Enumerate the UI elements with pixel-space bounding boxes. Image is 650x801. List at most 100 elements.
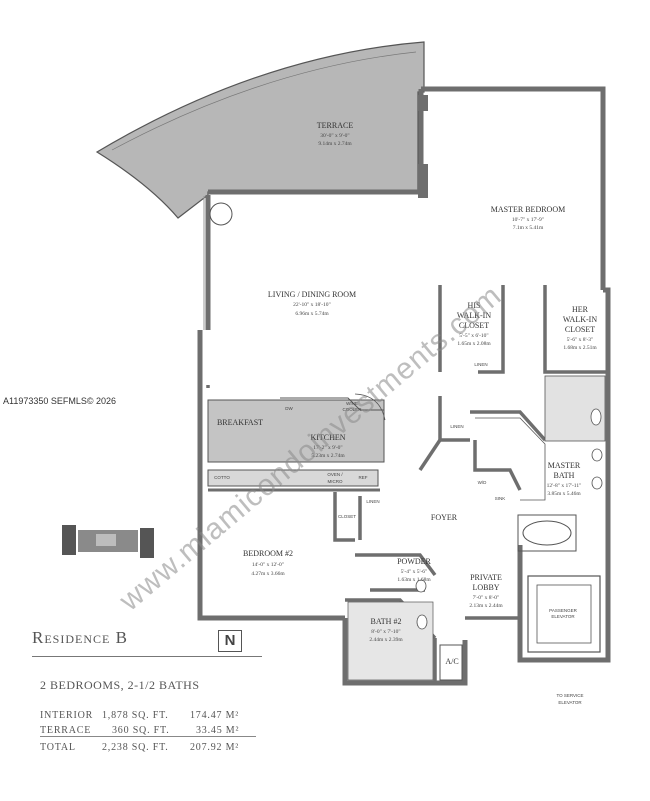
- master-bath-dim-metric: 3.85m x 5.46m: [547, 491, 581, 497]
- bath2-dim-metric: 2.44m x 2.39m: [369, 637, 403, 643]
- oven-label-2: MICRO: [328, 479, 343, 484]
- terrace-area: [95, 41, 425, 219]
- closet-label: CLOSET: [338, 514, 356, 519]
- private-lobby-dim-metric: 2.13m x 2.44m: [469, 603, 503, 609]
- passenger-elevator-inner: [536, 584, 592, 644]
- area-sqft: 1,878 SQ. FT.: [102, 710, 169, 721]
- master-bath-floor: [544, 375, 606, 442]
- bedroom2-dim-imperial: 14'-0" x 12'-0": [252, 562, 284, 568]
- his-closet-dim-metric: 1.65m x 2.08m: [457, 341, 491, 347]
- wine-cooler-label-2: COOLER: [342, 407, 362, 412]
- bedroom-bath-count: 2 BEDROOMS, 2-1/2 BATHS: [40, 678, 200, 692]
- master-bath-label-1: MASTER: [548, 461, 581, 470]
- kitchen-arc: [354, 393, 386, 421]
- his-closet-dim-imperial: 5'-5" x 6'-10": [459, 333, 488, 339]
- master-bath-vanity: [475, 417, 546, 501]
- area-label: INTERIOR: [40, 710, 94, 721]
- master-toilet: [590, 408, 602, 426]
- area-sqft: 360 SQ. FT.: [112, 725, 170, 736]
- wd-label: W/D: [478, 480, 487, 485]
- his-closet-label-3: CLOSET: [459, 321, 489, 330]
- terrace-label: TERRACE: [317, 121, 354, 130]
- private-lobby-label-2: LOBBY: [472, 583, 499, 592]
- structural-column-2: [418, 95, 428, 111]
- linen-label-3: LINEN: [366, 499, 379, 504]
- her-closet-dim-metric: 1.68m x 2.51m: [563, 345, 597, 351]
- bedroom2-label: BEDROOM #2: [243, 549, 293, 558]
- powder-label: POWDER: [397, 557, 431, 566]
- north-arrow-icon: N: [218, 630, 242, 652]
- service-elevator-label-1: TO SERVICE: [556, 693, 583, 698]
- residence-info-panel: Residence B N 2 BEDROOMS, 2-1/2 BATHS IN…: [32, 628, 262, 753]
- living-dining-dim-imperial: 22'-10" x 18'-10": [293, 302, 331, 308]
- kitchen-label: KITCHEN: [310, 433, 345, 442]
- bath2-toilet: [416, 614, 428, 630]
- powder-toilet: [415, 579, 427, 593]
- powder-dim-imperial: 5'-4" x 5'-6": [401, 569, 428, 575]
- bath2-floor: [347, 601, 434, 681]
- area-sqm: 207.92 M²: [190, 742, 240, 753]
- ac-label: A/C: [445, 657, 458, 666]
- terrace-dim-imperial: 30'-0" x 9'-0": [320, 133, 349, 139]
- her-closet-dim-imperial: 5'-6" x 8'-3": [567, 337, 594, 343]
- dw-label: DW: [285, 406, 293, 411]
- living-dining-dim-metric: 6.96m x 5.74m: [295, 311, 329, 317]
- passenger-elevator-label-1: PASSENGER: [549, 608, 577, 613]
- bath2-label: BATH #2: [371, 617, 402, 626]
- powder-dim-metric: 1.63m x 1.68m: [397, 577, 431, 583]
- kitchen-dim-metric: 5.23m x 2.74m: [311, 453, 345, 459]
- round-table: [209, 202, 233, 226]
- wine-cooler-label-1: WINE: [346, 401, 358, 406]
- bath2-dim-imperial: 8'-0" x 7'-10": [371, 629, 400, 635]
- living-dining-label: LIVING / DINING ROOM: [268, 290, 356, 299]
- ac-closet: [439, 644, 463, 681]
- passenger-elevator-label-2: ELEVATOR: [551, 614, 575, 619]
- master-bedroom-dim-metric: 7.1m x 5.41m: [513, 225, 544, 231]
- outer-walls: [197, 86, 611, 686]
- private-lobby-dim-imperial: 7'-0" x 8'-0": [473, 595, 500, 601]
- her-closet-label-3: CLOSET: [565, 325, 595, 334]
- residence-title: Residence B: [32, 628, 128, 647]
- kitchen-dim-imperial: 17'-2" x 9'-0": [313, 445, 342, 451]
- structural-column-1: [418, 164, 428, 198]
- area-sqm: 33.45 M²: [196, 725, 240, 736]
- breakfast-label: BREAKFAST: [217, 418, 263, 427]
- listing-id: A11973350 SEFMLS© 2026: [3, 396, 117, 406]
- site-plan-thumbnail: [62, 525, 154, 558]
- terrace-dim-metric: 9.14m x 2.74m: [318, 141, 352, 147]
- passenger-elevator: [527, 575, 601, 653]
- sink-label: SINK: [495, 496, 506, 501]
- linen-label-2: LINEN: [450, 424, 463, 429]
- master-bath-dim-imperial: 12'-8" x 17'-11": [547, 483, 582, 489]
- title-divider: [32, 656, 262, 657]
- her-closet-label-2: WALK-IN: [563, 315, 597, 324]
- area-label: TERRACE: [40, 725, 92, 736]
- watermark: www.miamicondoinvestments.com: [113, 279, 508, 618]
- interior-walls: [206, 285, 606, 683]
- master-sink-1: [591, 448, 603, 462]
- her-closet-label-1: HER: [572, 305, 589, 314]
- his-closet-label-2: WALK-IN: [457, 311, 491, 320]
- service-elevator-label-2: ELEVATOR: [558, 700, 582, 705]
- linen-label-1: LINEN: [474, 362, 487, 367]
- kitchen-counter: [207, 469, 379, 487]
- foyer-label: FOYER: [431, 513, 458, 522]
- master-sink-2: [591, 476, 603, 490]
- oven-label-1: OVEN /: [327, 472, 343, 477]
- master-bath-label-2: BATH: [554, 471, 575, 480]
- terrace-rail: [111, 51, 417, 151]
- total-divider: [40, 736, 256, 737]
- bathtub-frame: [517, 514, 577, 552]
- private-lobby-label-1: PRIVATE: [470, 573, 502, 582]
- master-bedroom-label: MASTER BEDROOM: [491, 205, 565, 214]
- cotto-label: COTTO: [214, 475, 230, 480]
- bedroom2-dim-metric: 4.27m x 3.66m: [251, 571, 285, 577]
- ref-label: REF: [359, 475, 368, 480]
- bathtub: [522, 520, 572, 546]
- area-label: TOTAL: [40, 742, 76, 753]
- master-bedroom-dim-imperial: 10'-7" x 17'-9": [512, 217, 544, 223]
- his-closet-label-1: HIS: [468, 301, 481, 310]
- kitchen-island: [280, 397, 385, 462]
- area-sqm: 174.47 M²: [190, 710, 240, 721]
